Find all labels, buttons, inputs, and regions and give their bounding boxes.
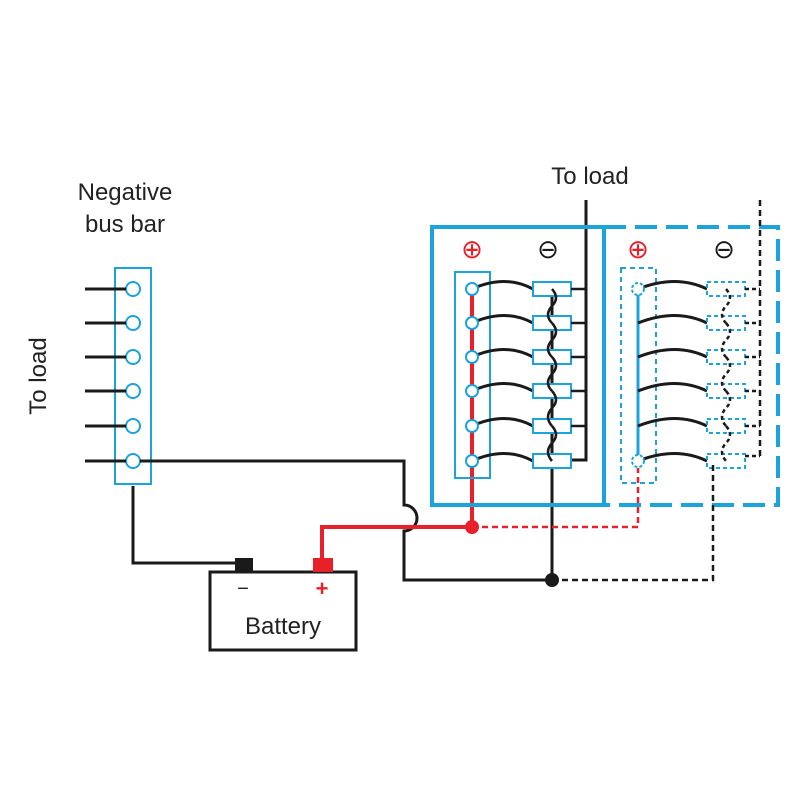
battery-positive-terminal <box>313 558 333 572</box>
panel1-breakers <box>465 280 586 469</box>
panel1-negative-symbol: ⊖ <box>537 235 559 265</box>
negative-wiring <box>131 200 588 582</box>
panel2-positive-symbol: ⊕ <box>627 235 649 265</box>
bus-terminal <box>125 281 141 297</box>
panel1-positive-symbol: ⊕ <box>461 235 483 265</box>
battery-positive-sign: + <box>316 576 329 601</box>
bus-terminal <box>125 418 141 434</box>
panel2-breakers <box>631 280 760 469</box>
bus-terminal <box>125 349 141 365</box>
bus-terminal <box>125 315 141 331</box>
bus-load-wires <box>85 287 126 463</box>
panel2-negative-symbol: ⊖ <box>713 235 735 265</box>
battery-label: Battery <box>245 613 321 640</box>
positive-wiring <box>320 284 474 560</box>
to-load-top-label: To load <box>551 163 628 190</box>
bus-bar-terminals <box>125 281 141 469</box>
breaker-panel-2-optional: ⊕ ⊖ <box>472 200 780 582</box>
battery-negative-sign: − <box>237 578 249 600</box>
bus-terminal <box>125 383 141 399</box>
to-load-left-label: To load <box>25 337 52 414</box>
battery-negative-terminal <box>235 558 253 572</box>
breaker-panel-1: ⊕ ⊖ <box>430 225 606 507</box>
negative-bus-bar-label-line2: bus bar <box>85 211 165 238</box>
negative-bus-bar <box>85 267 152 485</box>
battery: − + Battery <box>208 558 358 652</box>
negative-bus-bar-label-line1: Negative <box>78 179 173 206</box>
bus-terminal <box>125 453 141 469</box>
